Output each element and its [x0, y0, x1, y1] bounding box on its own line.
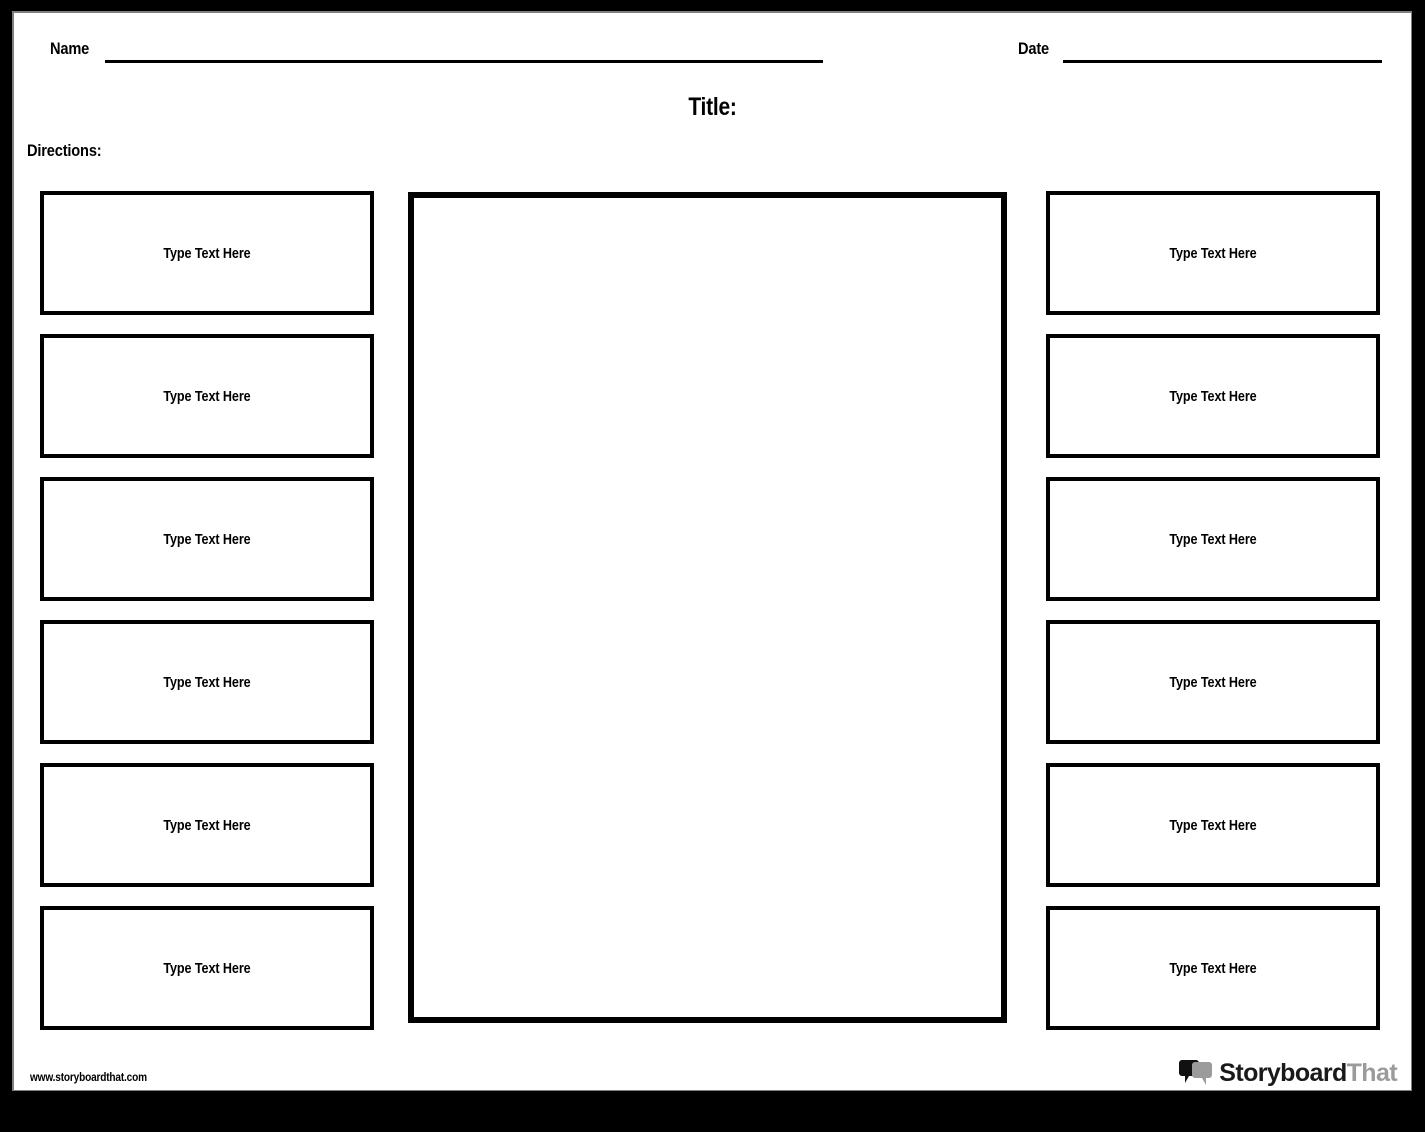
- text-box-placeholder: Type Text Here: [163, 530, 251, 548]
- text-box-placeholder: Type Text Here: [1169, 673, 1257, 691]
- page-title: Title:: [688, 93, 737, 121]
- name-label: Name: [50, 39, 90, 58]
- text-box[interactable]: Type Text Here: [1046, 906, 1380, 1030]
- text-box-placeholder: Type Text Here: [163, 673, 251, 691]
- main-content-panel[interactable]: [408, 192, 1007, 1023]
- text-box-placeholder: Type Text Here: [1169, 816, 1257, 834]
- text-box[interactable]: Type Text Here: [40, 620, 374, 744]
- text-box[interactable]: Type Text Here: [40, 906, 374, 1030]
- storyboardthat-logo: StoryboardThat: [1179, 1056, 1398, 1090]
- worksheet-sheet: Name Date Title: Directions: Type Text H…: [14, 13, 1411, 1090]
- text-box-placeholder: Type Text Here: [1169, 530, 1257, 548]
- text-box[interactable]: Type Text Here: [40, 191, 374, 315]
- date-label: Date: [1018, 39, 1050, 58]
- right-column: Type Text Here Type Text Here Type Text …: [1046, 191, 1380, 1030]
- text-box[interactable]: Type Text Here: [1046, 334, 1380, 458]
- brand-secondary: That: [1346, 1058, 1398, 1087]
- text-box[interactable]: Type Text Here: [40, 334, 374, 458]
- text-box-placeholder: Type Text Here: [163, 959, 251, 977]
- text-box[interactable]: Type Text Here: [40, 477, 374, 601]
- footer-url: www.storyboardthat.com: [30, 1070, 147, 1084]
- text-box-placeholder: Type Text Here: [163, 387, 251, 405]
- text-box-placeholder: Type Text Here: [163, 816, 251, 834]
- text-box-placeholder: Type Text Here: [163, 244, 251, 262]
- directions-label: Directions:: [27, 141, 102, 160]
- text-box[interactable]: Type Text Here: [40, 763, 374, 887]
- text-box-placeholder: Type Text Here: [1169, 959, 1257, 977]
- brand-wordmark: StoryboardThat: [1219, 1058, 1398, 1087]
- text-box[interactable]: Type Text Here: [1046, 477, 1380, 601]
- date-input-line[interactable]: [1063, 60, 1382, 63]
- text-box-placeholder: Type Text Here: [1169, 387, 1257, 405]
- brand-primary: Storyboard: [1219, 1058, 1347, 1087]
- text-box[interactable]: Type Text Here: [1046, 620, 1380, 744]
- text-box[interactable]: Type Text Here: [1046, 763, 1380, 887]
- text-box-placeholder: Type Text Here: [1169, 244, 1257, 262]
- name-input-line[interactable]: [105, 60, 823, 63]
- text-box[interactable]: Type Text Here: [1046, 191, 1380, 315]
- left-column: Type Text Here Type Text Here Type Text …: [40, 191, 374, 1030]
- speech-bubbles-icon: [1179, 1060, 1213, 1086]
